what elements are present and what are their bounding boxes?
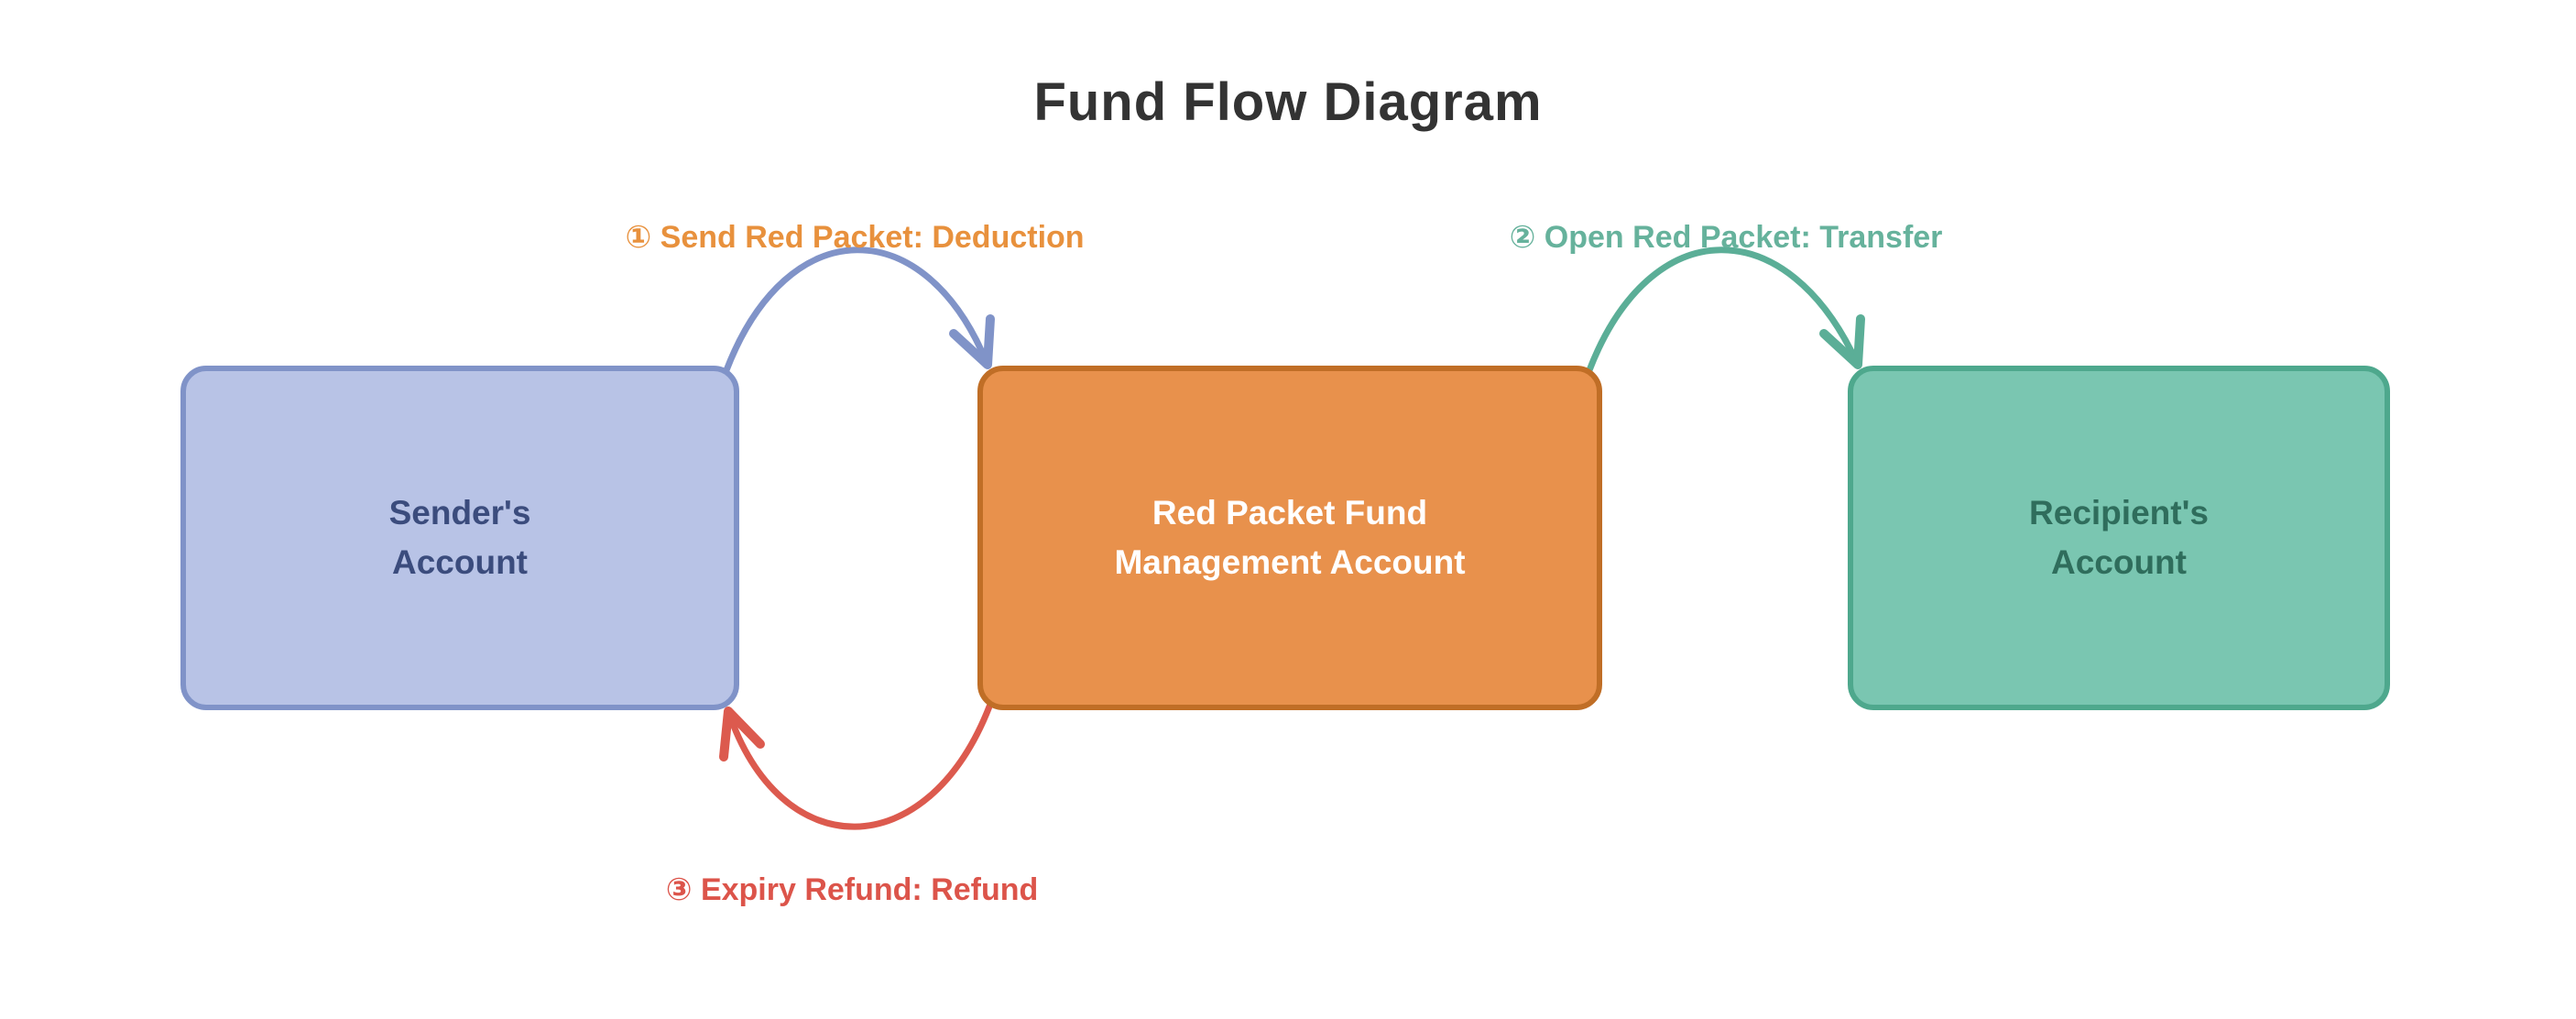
edge-label-send-red-packet: ① Send Red Packet: Deduction <box>625 220 1085 255</box>
diagram-title: Fund Flow Diagram <box>1033 72 1543 132</box>
edge-refund-arc <box>725 703 993 830</box>
node-senders-account-label: Sender's Account <box>388 494 531 581</box>
node-recipients-account-label: Recipient's Account <box>2029 494 2209 581</box>
edge-open-arrowhead-icon <box>1819 314 1865 369</box>
node-red-packet-fund-management-account: Red Packet Fund Management Account <box>977 366 1602 710</box>
edge-send-arrowhead-icon <box>949 314 995 369</box>
edge-send-arc <box>723 247 991 374</box>
node-recipients-account: Recipient's Account <box>1848 366 2390 710</box>
edge-label-open-red-packet: ② Open Red Packet: Transfer <box>1509 220 1943 255</box>
edge-refund-arrowhead-icon <box>719 707 765 762</box>
node-senders-account: Sender's Account <box>180 366 739 710</box>
edge-open-arc <box>1586 247 1861 374</box>
edge-label-expiry-refund: ③ Expiry Refund: Refund <box>665 872 1039 907</box>
node-fund-management-label: Red Packet Fund Management Account <box>1114 494 1466 581</box>
